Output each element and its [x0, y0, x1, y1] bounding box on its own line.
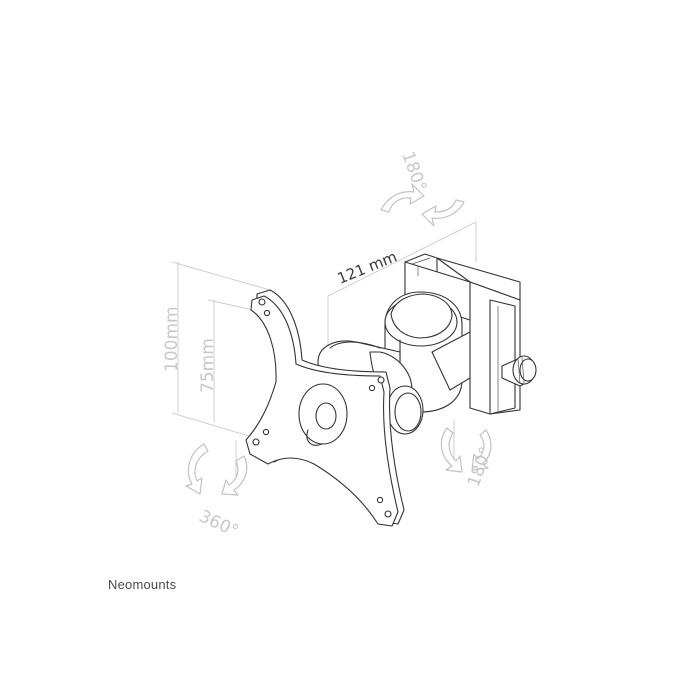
- tilt-label: 180°: [464, 444, 497, 489]
- brand-name: Neomounts: [108, 577, 177, 592]
- dimension-guides: [171, 221, 477, 480]
- wall-bracket: [404, 253, 537, 415]
- rotation-label: 360°: [196, 506, 242, 541]
- rotation-arrows: [185, 443, 248, 496]
- arm-length-label: 121 mm: [335, 248, 400, 288]
- swivel-arrows: [380, 183, 465, 227]
- vesa-outer-label: 100mm: [162, 306, 182, 372]
- swivel-label: 180°: [397, 149, 430, 194]
- vesa-plate: [245, 289, 405, 527]
- vesa-inner-label: 75mm: [198, 338, 218, 393]
- tilt-arrows: [440, 427, 492, 473]
